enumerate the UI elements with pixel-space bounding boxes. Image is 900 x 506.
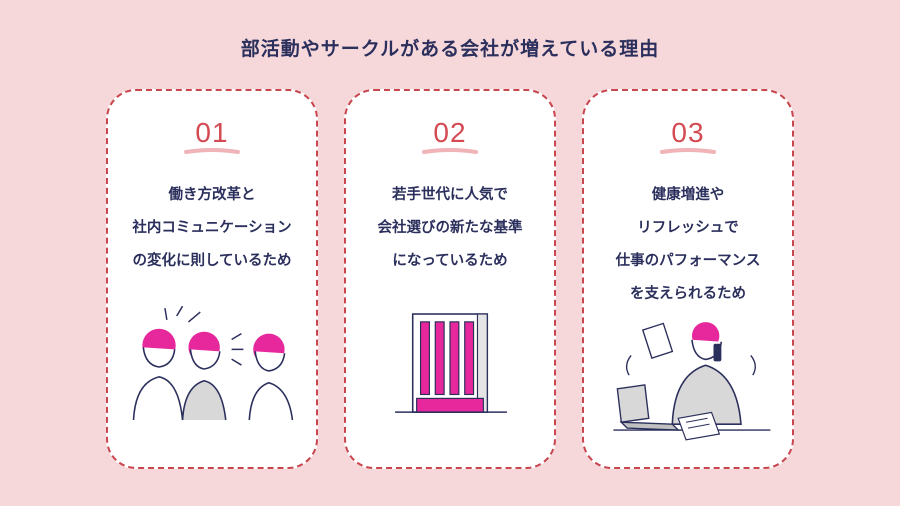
card-text-line: リフレッシュで [637, 220, 739, 236]
reason-card-2: 02 若手世代に人気で 会社選びの新たな基準 になっているため [344, 89, 556, 469]
card-text-line: 若手世代に人気で [392, 187, 508, 203]
number-underline-icon [660, 148, 716, 154]
card-text-line: 仕事のパフォーマンス [615, 253, 761, 269]
card-number: 01 [195, 117, 229, 148]
card-number: 02 [433, 117, 467, 148]
reason-card-3: 03 健康増進や リフレッシュで 仕事のパフォーマンス を支えられるため [582, 89, 794, 469]
number-underline-icon [422, 148, 478, 154]
card-text: 働き方改革と 社内コミュニケーション の変化に則しているため [108, 179, 316, 278]
number-underline-icon [184, 148, 240, 154]
people-talking-illustration-icon [132, 305, 294, 421]
office-building-icon [395, 313, 507, 413]
card-text: 健康増進や リフレッシュで 仕事のパフォーマンス を支えられるため [584, 179, 792, 311]
card-number: 03 [671, 117, 705, 148]
busy-worker-illustration-icon [613, 322, 771, 441]
card-text: 若手世代に人気で 会社選びの新たな基準 になっているため [346, 179, 554, 278]
card-text-line: 会社選びの新たな基準 [377, 220, 523, 236]
page-title: 部活動やサークルがある会社が増えている理由 [240, 38, 660, 60]
card-text-line: になっているため [392, 253, 508, 269]
card-text-line: 社内コミュニケーション [132, 220, 292, 236]
card-text-line: の変化に則しているため [132, 253, 292, 269]
card-text-line: 働き方改革と [168, 187, 256, 203]
card-text-line: を支えられるため [630, 286, 746, 302]
reason-card-1: 01 働き方改革と 社内コミュニケーション の変化に則しているため [106, 89, 318, 469]
card-text-line: 健康増進や [651, 187, 725, 203]
